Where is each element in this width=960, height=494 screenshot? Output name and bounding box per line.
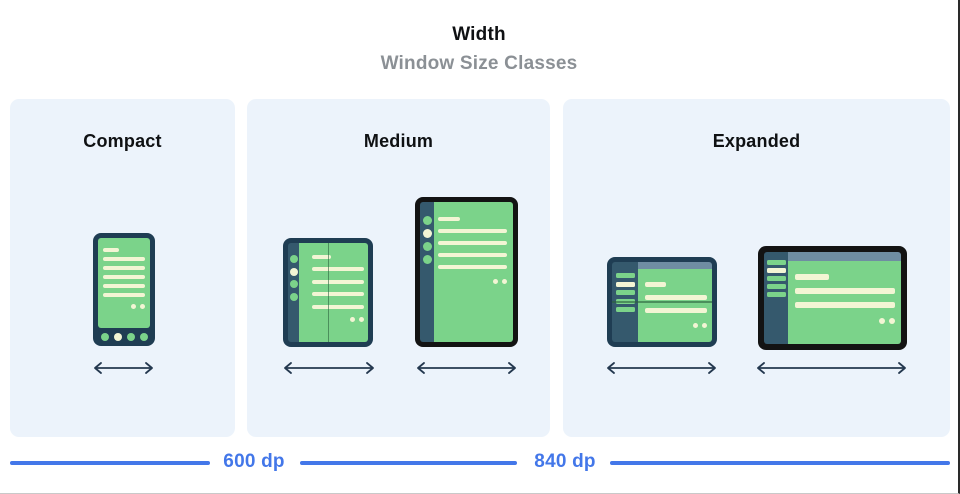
rail-dot (289, 267, 298, 276)
nav-dot (113, 333, 122, 341)
placeholder-line (103, 275, 145, 279)
width-range-arrow (757, 362, 906, 374)
placeholder-line (312, 267, 364, 271)
width-range-arrow (607, 362, 716, 374)
width-range-arrow (284, 362, 374, 374)
rail-dot (289, 280, 298, 288)
device-screen (434, 202, 513, 342)
sidebar-item-bar (766, 268, 786, 273)
sidebar (764, 252, 788, 344)
placeholder-line (438, 265, 507, 269)
phone-nav-bar (98, 328, 150, 346)
rail-dot (289, 292, 298, 301)
placeholder-line (103, 257, 145, 261)
placeholder-line (438, 253, 507, 257)
sidebar-item-bar (615, 273, 635, 278)
rail-dot (422, 229, 432, 238)
placeholder-dots (438, 279, 507, 284)
breakpoint-ruler-segment (300, 461, 517, 465)
nav-dot (139, 333, 148, 341)
diagram-subtitle: Window Size Classes (380, 53, 578, 74)
foldable-open-portrait-illustration (283, 238, 373, 347)
placeholder-dots (103, 304, 145, 309)
app-top-bar (638, 262, 712, 269)
device-screen (299, 243, 368, 342)
app-top-bar (788, 252, 901, 261)
placeholder-line (645, 308, 707, 313)
device-screen (788, 261, 901, 344)
rail-dot (422, 242, 432, 251)
nav-rail (420, 202, 434, 342)
fold-line (612, 301, 712, 303)
sidebar-item-bar (766, 260, 786, 265)
sidebar-item-bar (766, 276, 786, 281)
placeholder-line (103, 293, 145, 297)
breakpoint-label-600dp: 600 dp (223, 451, 285, 472)
breakpoint-ruler-segment (610, 461, 950, 465)
tablet-landscape-illustration (758, 246, 907, 350)
placeholder-dots (312, 317, 364, 322)
placeholder-line (103, 248, 119, 252)
placeholder-line (312, 304, 364, 309)
placeholder-line (645, 295, 707, 300)
phone-portrait-illustration (93, 233, 155, 346)
sidebar-item-bar (766, 292, 786, 297)
sidebar-item-bar (615, 290, 635, 295)
nav-dot (126, 333, 135, 341)
foldable-open-landscape-illustration (607, 257, 717, 347)
placeholder-line (795, 274, 829, 280)
rail-dot (289, 255, 298, 263)
breakpoint-label-840dp: 840 dp (534, 451, 596, 472)
size-class-label-expanded: Expanded (712, 131, 801, 151)
size-class-label-compact: Compact (83, 131, 162, 151)
fold-line (327, 243, 329, 342)
placeholder-line (795, 288, 895, 294)
placeholder-line (312, 292, 364, 296)
nav-dot (100, 333, 109, 341)
width-range-arrow (94, 362, 153, 374)
rail-dot (422, 216, 432, 225)
phone-screen (98, 238, 150, 328)
nav-rail (288, 243, 299, 342)
placeholder-line (795, 302, 895, 308)
placeholder-line (438, 217, 461, 221)
sidebar-item-bar (766, 284, 786, 289)
sidebar-item-bar (615, 281, 635, 287)
placeholder-line (438, 241, 507, 245)
placeholder-line (103, 284, 145, 288)
placeholder-dots (795, 318, 895, 324)
device-screen (638, 269, 712, 342)
width-range-arrow (417, 362, 516, 374)
placeholder-dots (645, 323, 707, 328)
placeholder-line (312, 255, 331, 259)
sidebar-item-bar (615, 307, 635, 312)
placeholder-line (438, 229, 507, 233)
rail-dot (422, 255, 432, 264)
diagram-title: Width (452, 24, 506, 45)
placeholder-line (312, 279, 364, 284)
size-class-label-medium: Medium (363, 131, 434, 151)
placeholder-line (645, 282, 667, 287)
breakpoint-ruler-segment (10, 461, 210, 465)
tablet-portrait-illustration (415, 197, 518, 347)
placeholder-line (103, 266, 145, 270)
